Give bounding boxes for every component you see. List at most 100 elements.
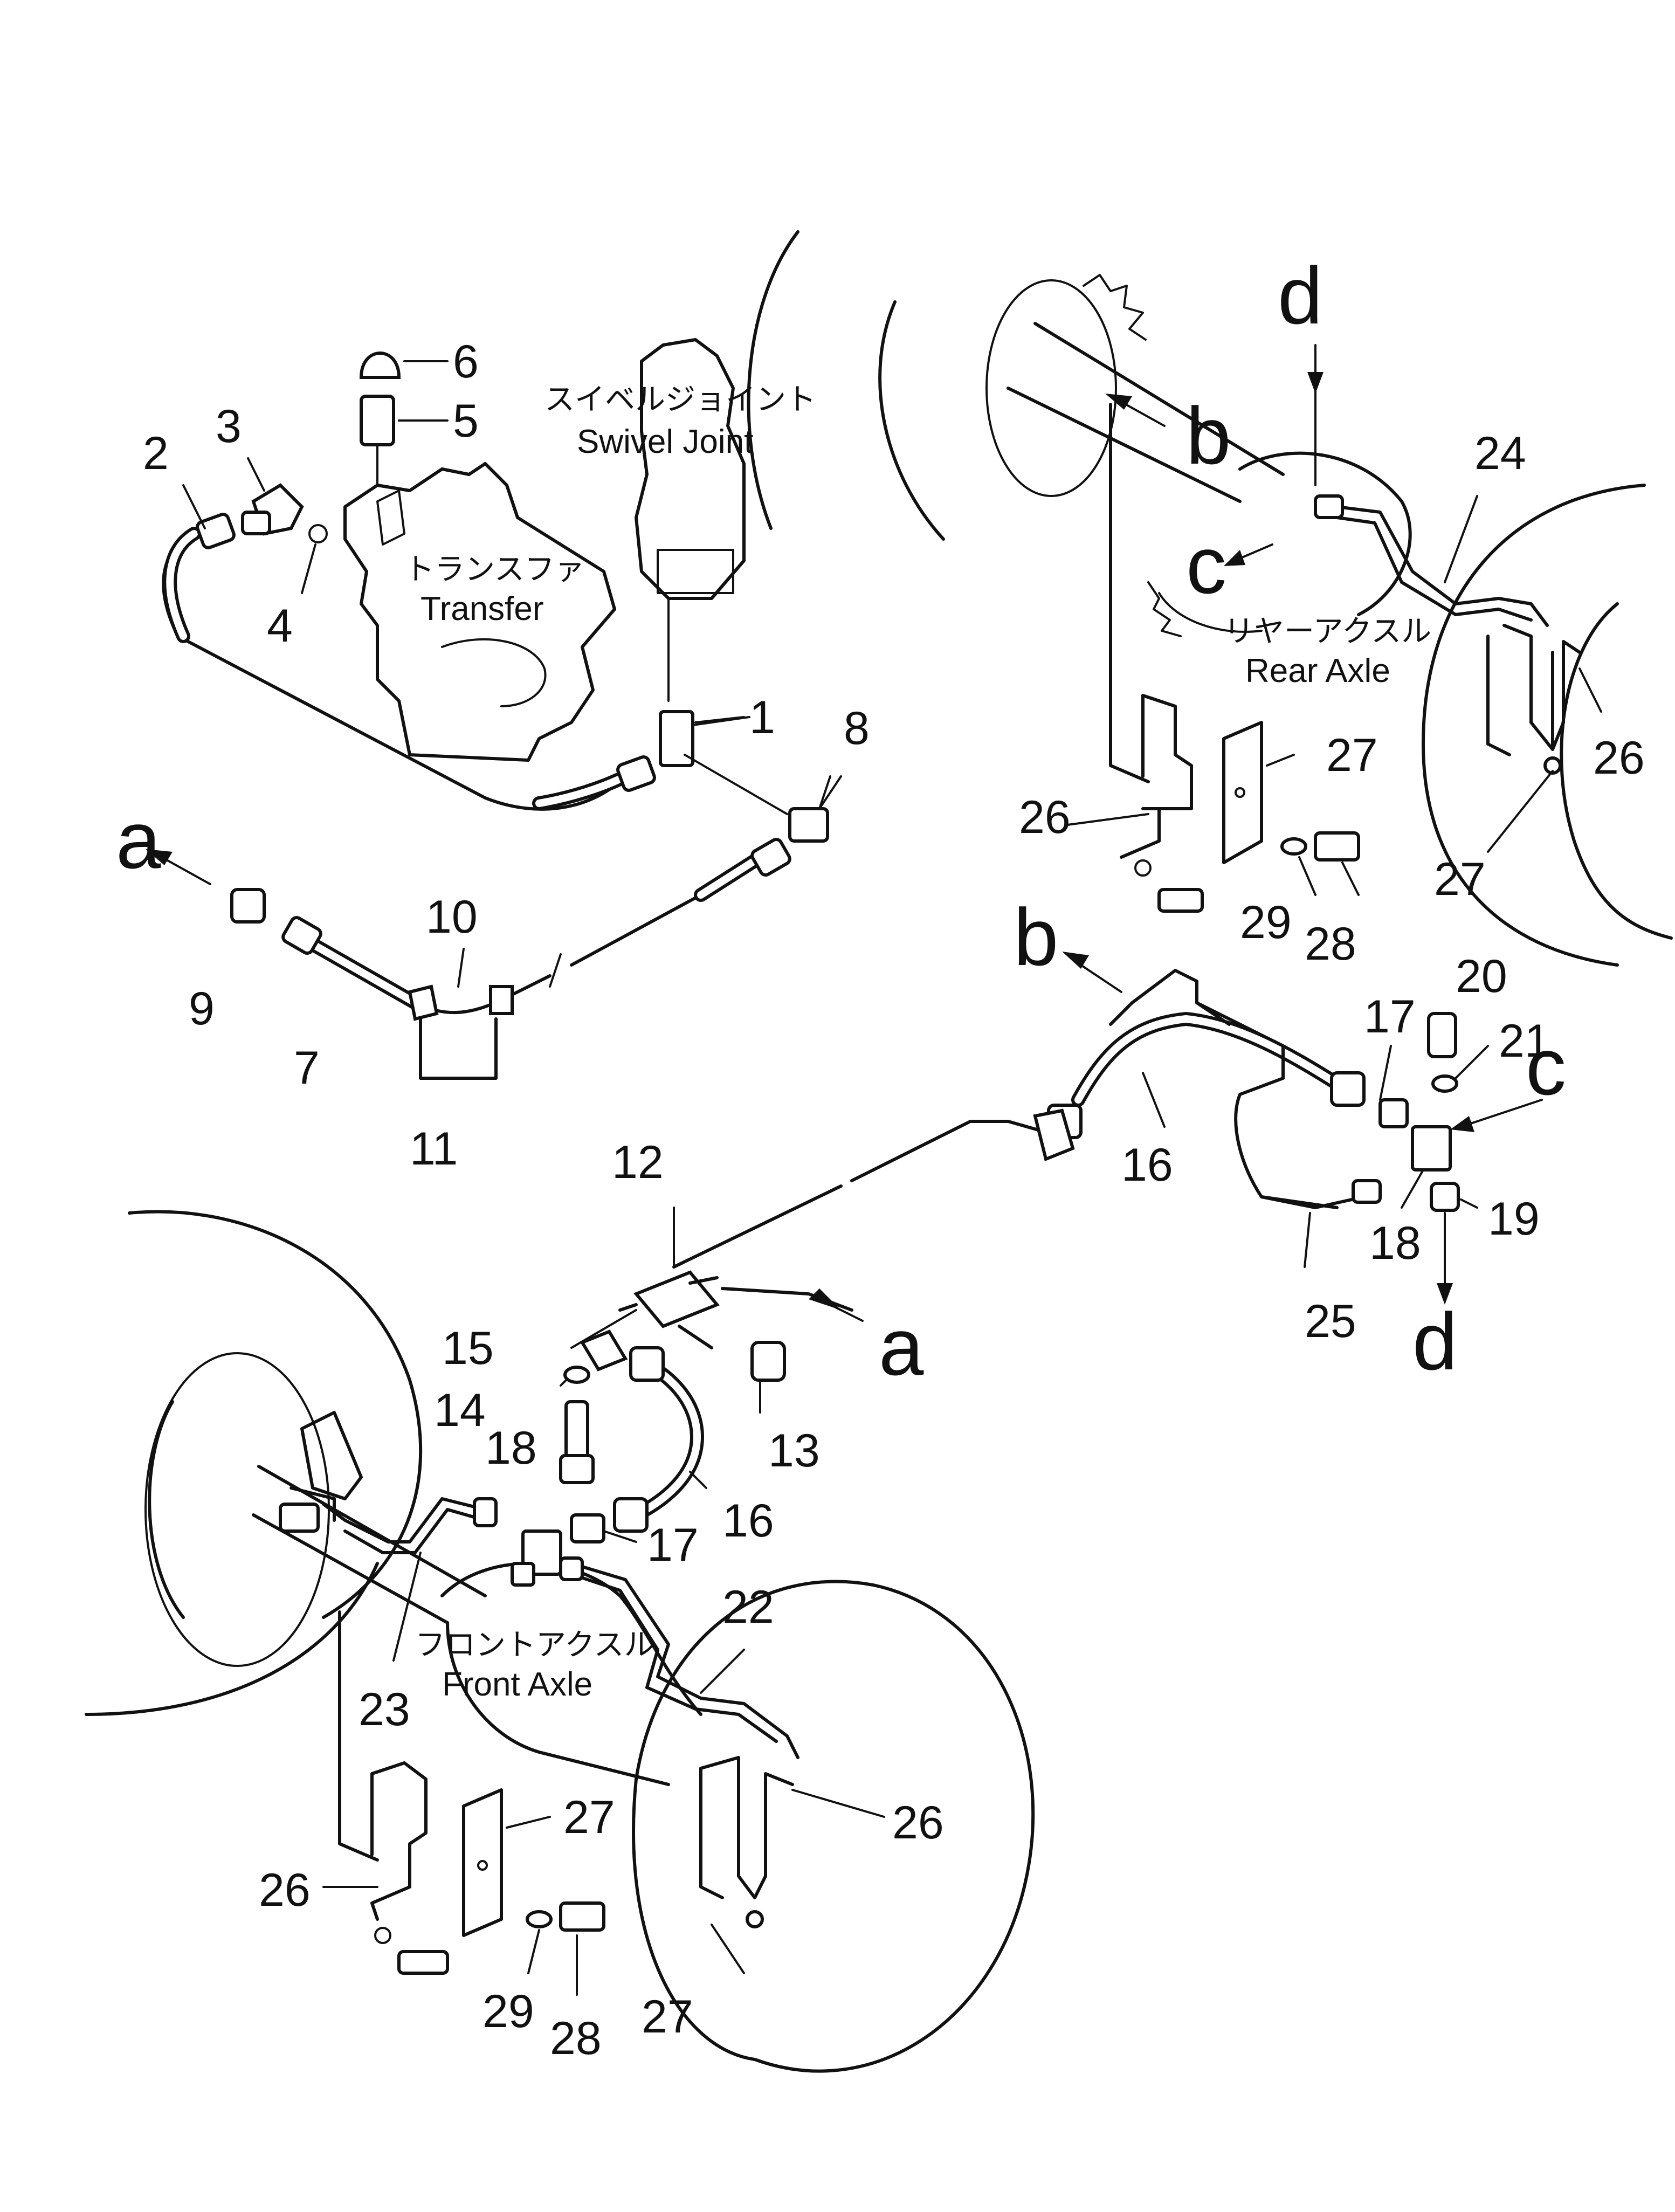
fitting-17-front xyxy=(570,1513,605,1543)
connection-letter-c-mid: c xyxy=(1526,1021,1566,1112)
callout-18-front: 18 xyxy=(485,1422,537,1474)
callout-2: 2 xyxy=(143,428,169,479)
callout-10: 10 xyxy=(426,891,478,943)
part-number-callouts: 1 2 3 4 5 6 7 8 9 10 11 12 13 14 15 16 1… xyxy=(143,336,1645,2064)
rear-bracket-26-right xyxy=(1486,624,1581,775)
washer-29-front xyxy=(526,1910,553,1928)
callout-16-rear: 16 xyxy=(1121,1139,1173,1191)
pipe-7 xyxy=(281,838,791,1015)
callout-26-rear-left: 26 xyxy=(1019,791,1071,843)
hose-2 xyxy=(162,513,656,811)
front-right-tire xyxy=(632,1580,1035,2073)
rear-left-tire xyxy=(747,230,1117,541)
callout-27-front-right: 27 xyxy=(642,1991,693,2043)
bolt-rear-lower xyxy=(1157,888,1204,913)
bracket-11 xyxy=(419,1017,498,1080)
callout-19: 19 xyxy=(1488,1193,1540,1245)
callout-26-front-left: 26 xyxy=(259,1864,311,1916)
rear-right-tire xyxy=(1422,484,1673,967)
o-ring-4 xyxy=(308,524,328,543)
callout-28-front: 28 xyxy=(550,2013,602,2064)
callout-5: 5 xyxy=(453,395,479,447)
bolt-front-lower xyxy=(397,1950,449,1975)
callout-9: 9 xyxy=(189,983,215,1035)
bolt-28-rear xyxy=(1314,831,1360,862)
bolt-14 xyxy=(559,1400,595,1484)
callout-29-front: 29 xyxy=(482,1986,534,2037)
callout-27-rear-right: 27 xyxy=(1434,853,1486,905)
connection-letter-a-left: a xyxy=(116,795,161,885)
callout-16-front: 16 xyxy=(722,1495,774,1547)
bolt-20 xyxy=(1427,1012,1457,1058)
elbow-fitting-3 xyxy=(241,483,304,536)
swivel-joint-label-en: Swivel Joint xyxy=(577,423,753,460)
fitting-17-rear xyxy=(1378,1098,1409,1128)
pipe-22 xyxy=(559,1556,799,1759)
connector-8 xyxy=(788,775,842,843)
front-axle-label-jp: フロントアクスル xyxy=(415,1628,654,1663)
rear-hose-16 xyxy=(672,1011,1366,1269)
transfer-case xyxy=(343,462,616,762)
callout-11: 11 xyxy=(410,1123,458,1175)
callout-1: 1 xyxy=(749,692,775,743)
washer-21 xyxy=(1431,1074,1458,1093)
connection-letter-d-bottom: d xyxy=(1412,1296,1457,1387)
callout-27-rear-left: 27 xyxy=(1326,729,1378,781)
swivel-joint xyxy=(635,338,746,702)
callout-28-rear: 28 xyxy=(1305,918,1356,970)
rear-plate-27-left xyxy=(1222,721,1263,864)
cap-6 xyxy=(359,352,401,379)
plug-13 xyxy=(750,1341,786,1382)
connection-letter-a-right: a xyxy=(879,1301,924,1392)
front-left-bracket xyxy=(279,1411,363,1533)
washer-15 xyxy=(563,1366,590,1384)
callout-17-front: 17 xyxy=(647,1519,699,1571)
nut-19 xyxy=(1430,1182,1460,1212)
block-18-rear xyxy=(1411,1125,1452,1172)
pipe-24 xyxy=(1314,494,1549,627)
front-plate-27-left xyxy=(462,1788,503,1937)
rear-axle-label-en: Rear Axle xyxy=(1245,652,1390,690)
callout-6: 6 xyxy=(453,336,479,388)
pipe-23 xyxy=(322,1497,498,1554)
callout-3: 3 xyxy=(216,401,242,452)
callout-27-front-left: 27 xyxy=(563,1791,615,1843)
connection-letter-b-rear: b xyxy=(1186,390,1231,481)
connection-letter-b-mid: b xyxy=(1014,892,1058,982)
callout-14: 14 xyxy=(434,1384,486,1436)
rear-b-bracket xyxy=(1109,969,1339,1209)
clip-10 xyxy=(408,984,514,1021)
transfer-label-jp: トランスファ xyxy=(404,552,585,587)
front-left-tire xyxy=(85,1210,422,1716)
callout-8: 8 xyxy=(844,702,870,754)
front-hose-16 xyxy=(613,1346,704,1533)
callout-24: 24 xyxy=(1474,428,1526,479)
front-bracket-26-right xyxy=(699,1756,794,1928)
callout-7: 7 xyxy=(294,1042,320,1094)
callout-23: 23 xyxy=(359,1684,410,1735)
rear-bracket-26-left xyxy=(1109,403,1193,859)
callout-20: 20 xyxy=(1456,950,1507,1002)
block-18-front xyxy=(511,1529,562,1587)
junction-block-12 xyxy=(570,1270,853,1372)
callout-13: 13 xyxy=(768,1425,820,1477)
pipe-25 xyxy=(1260,1179,1382,1209)
callout-4: 4 xyxy=(267,600,293,652)
callout-15: 15 xyxy=(442,1322,494,1374)
rear-axle-housing xyxy=(1007,274,1412,637)
rear-axle-label-jp: リヤーアクスル xyxy=(1224,614,1431,649)
transfer-label-en: Transfer xyxy=(421,590,544,628)
callout-26-rear-right: 26 xyxy=(1593,732,1645,784)
front-bracket-26-left xyxy=(338,1610,428,1921)
fitting-9 xyxy=(230,888,266,924)
swivel-joint-label-jp: スイベルジョイント xyxy=(544,382,816,417)
callout-21: 21 xyxy=(1499,1015,1550,1067)
callout-17-rear: 17 xyxy=(1364,991,1416,1043)
switch-5 xyxy=(360,395,427,486)
leader-lines xyxy=(182,360,1602,1996)
connection-letter-d-top: d xyxy=(1278,250,1322,341)
callout-26-front-right: 26 xyxy=(892,1797,944,1849)
callout-12: 12 xyxy=(612,1136,664,1188)
callout-29-rear: 29 xyxy=(1240,897,1292,948)
